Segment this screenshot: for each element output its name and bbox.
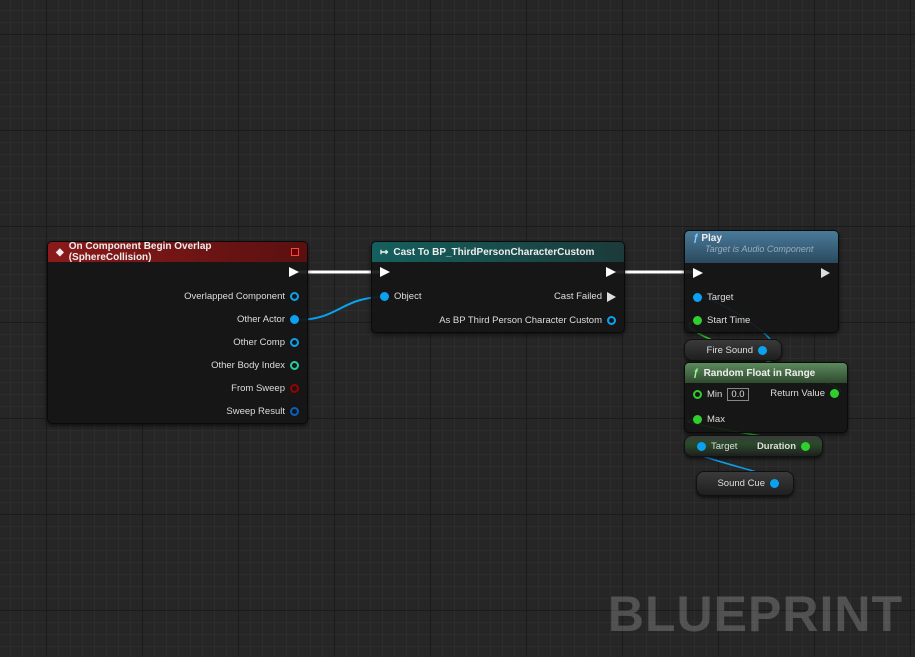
cast-node[interactable]: ↦ Cast To BP_ThirdPersonCharacterCustom O… [371,241,625,333]
get-duration-node[interactable]: Target Duration [684,435,823,457]
pin-label: Duration [756,441,796,452]
node-subtitle: Target is Audio Component [705,244,814,254]
as-character-pin[interactable] [607,316,616,325]
exec-in-pin[interactable] [693,268,703,278]
duration-pin[interactable] [801,442,810,451]
node-title: Cast To BP_ThirdPersonCharacterCustom [393,246,595,258]
delegate-pin[interactable] [291,248,299,256]
pin-label: Other Comp [233,337,285,348]
pin-label: Max [707,414,725,425]
max-pin[interactable] [693,415,702,424]
other-actor-pin[interactable] [290,315,299,324]
target-pin[interactable] [697,442,706,451]
random-float-node[interactable]: ƒ Random Float in Range Min 0.0 Return Val… [684,362,848,433]
cast-icon: ↦ [380,246,389,258]
sweep-result-pin[interactable] [290,407,299,416]
pin-label: Sweep Result [226,406,285,417]
exec-out-pin[interactable] [289,267,299,277]
node-title: Random Float in Range [703,367,816,379]
sound-cue-variable[interactable]: Sound Cue [696,471,794,496]
from-sweep-pin[interactable] [290,384,299,393]
overlapped-component-pin[interactable] [290,292,299,301]
fire-sound-pin[interactable] [758,346,767,355]
other-body-index-pin[interactable] [290,361,299,370]
pin-label: Start Time [707,315,751,326]
exec-out-pin[interactable] [821,268,830,278]
function-icon: ƒ [693,367,699,379]
event-icon: ◆ [56,246,64,258]
sound-cue-pin[interactable] [770,479,779,488]
pin-label: Sound Cue [717,478,765,489]
pin-label: Cast Failed [553,291,602,302]
blueprint-watermark: BLUEPRINT [607,586,903,642]
pin-label: Object [394,291,422,302]
min-input[interactable]: 0.0 [727,388,749,401]
node-title: On Component Begin Overlap (SphereCollis… [68,241,212,263]
pin-label: Min [707,389,723,400]
pin-label: Other Body Index [211,360,285,371]
pin-label: Target [707,292,734,303]
start-time-pin[interactable] [693,316,702,325]
node-title: Play [701,233,722,244]
return-value-pin[interactable] [830,389,839,398]
other-comp-pin[interactable] [290,338,299,347]
pin-label: From Sweep [231,383,285,394]
exec-out-pin[interactable] [606,267,616,277]
cast-failed-pin[interactable] [607,291,616,302]
pin-label: Overlapped Component [184,291,285,302]
exec-in-pin[interactable] [380,267,390,277]
object-pin[interactable] [380,292,389,301]
play-node[interactable]: ƒ Play Target is Audio Component Target … [684,230,839,333]
event-node-begin-overlap[interactable]: ◆ On Component Begin Overlap (SphereColli… [47,241,308,424]
pin-label: As BP Third Person Character Custom [439,315,602,326]
target-pin[interactable] [693,293,702,302]
min-pin[interactable] [693,390,702,399]
pin-label: Target [711,441,738,452]
function-icon: ƒ [693,233,699,244]
pin-label: Return Value [770,388,825,399]
pin-label: Fire Sound [706,345,753,356]
pin-label: Other Actor [236,314,285,325]
fire-sound-variable[interactable]: Fire Sound [684,339,782,361]
